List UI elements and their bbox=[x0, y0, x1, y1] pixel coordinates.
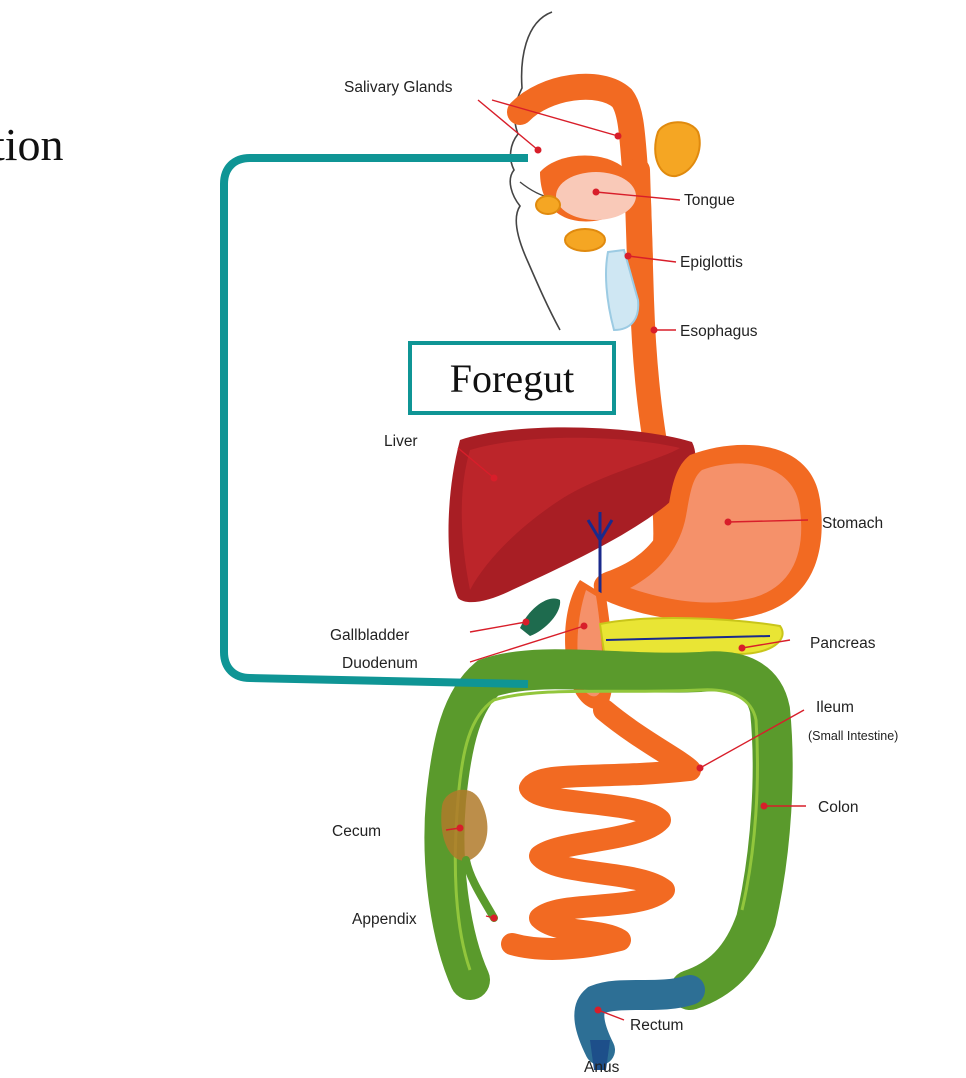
parotid-gland bbox=[655, 122, 700, 176]
tongue-shape bbox=[556, 172, 636, 220]
label-rectum: Rectum bbox=[630, 1017, 683, 1034]
label-salivary-glands: Salivary Glands bbox=[344, 79, 453, 96]
submandibular-gland bbox=[536, 196, 560, 214]
label-tongue: Tongue bbox=[684, 192, 735, 209]
small-intestine bbox=[512, 710, 690, 949]
label-cecum: Cecum bbox=[332, 823, 381, 840]
label-stomach: Stomach bbox=[822, 515, 883, 532]
label-anus: Anus bbox=[584, 1059, 620, 1076]
sublingual-gland bbox=[565, 229, 605, 251]
label-pancreas: Pancreas bbox=[810, 635, 876, 652]
foregut-label: Foregut bbox=[450, 355, 574, 402]
foregut-label-box: Foregut bbox=[408, 341, 616, 415]
label-gallbladder: Gallbladder bbox=[330, 627, 409, 644]
label-duodenum: Duodenum bbox=[342, 655, 418, 672]
foregut-bracket bbox=[224, 158, 528, 684]
label-epiglottis: Epiglottis bbox=[680, 254, 743, 271]
esophagus bbox=[638, 170, 665, 590]
label-ileum: Ileum bbox=[816, 699, 854, 716]
label-appendix: Appendix bbox=[352, 911, 417, 928]
label-esophagus: Esophagus bbox=[680, 323, 758, 340]
label-ileum-sub: (Small Intestine) bbox=[808, 729, 898, 743]
label-liver: Liver bbox=[384, 433, 418, 450]
gallbladder-shape bbox=[520, 598, 560, 636]
label-colon: Colon bbox=[818, 799, 859, 816]
